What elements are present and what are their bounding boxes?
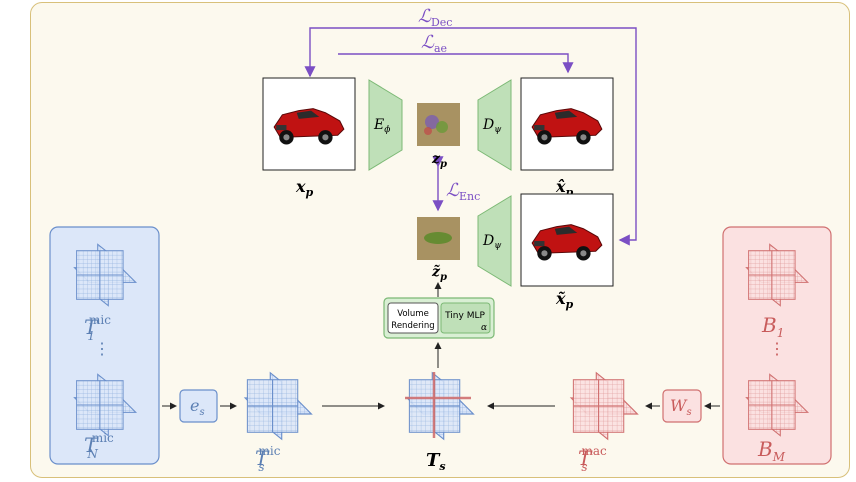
label-xtilde-p: x̃p bbox=[555, 289, 574, 311]
triplane-icon bbox=[570, 372, 639, 440]
decoder-block bbox=[477, 79, 512, 171]
label-TN-mic: TNmic bbox=[84, 431, 114, 461]
label-Ts-mic: Tsmic bbox=[255, 444, 281, 474]
label-B1: B1 bbox=[761, 313, 784, 340]
volume-rendering-line2: Rendering bbox=[391, 321, 434, 331]
decoder-block-2 bbox=[477, 195, 512, 287]
op-W-s bbox=[662, 389, 702, 423]
label-T1-mic: T1mic bbox=[84, 313, 111, 343]
label-z-p: zp bbox=[431, 151, 447, 170]
tiny-mlp-sub: α bbox=[481, 323, 487, 333]
decoder-label: Dψ bbox=[482, 117, 502, 135]
tiny-mlp-label: Tiny MLP bbox=[444, 311, 485, 321]
label-e-s: es bbox=[190, 396, 205, 418]
volume-rendering-line1: Volume bbox=[397, 309, 429, 319]
triplane-icon bbox=[244, 372, 313, 440]
label-BM: BM bbox=[757, 437, 786, 464]
volume-rendering-box bbox=[387, 302, 439, 334]
label-ztilde-p: z̃p bbox=[431, 263, 447, 283]
right-dots: ⋮ bbox=[769, 339, 785, 358]
label-xhat-p: x̂p bbox=[555, 177, 574, 199]
label-x-p: xp bbox=[295, 177, 314, 199]
op-e-s bbox=[179, 389, 218, 423]
triplane-icon bbox=[406, 372, 475, 440]
loss-ae-line bbox=[338, 53, 574, 74]
encoder-block bbox=[368, 79, 403, 171]
label-W-s: Ws bbox=[670, 396, 692, 418]
loss-dec-path bbox=[309, 27, 637, 246]
label-T-s: Ts bbox=[426, 450, 446, 473]
label-Ts-mac: Tsmac bbox=[578, 444, 607, 474]
loss-ae-label: ℒae bbox=[421, 32, 447, 55]
loss-enc-label: ℒEnc bbox=[446, 180, 480, 203]
loss-dec-label: ℒDec bbox=[418, 6, 452, 29]
tiny-mlp-box bbox=[440, 302, 491, 334]
left-dots: ⋮ bbox=[94, 339, 110, 358]
decoder2-label: Dψ bbox=[482, 233, 502, 251]
encoder-label: Eϕ bbox=[373, 117, 390, 135]
